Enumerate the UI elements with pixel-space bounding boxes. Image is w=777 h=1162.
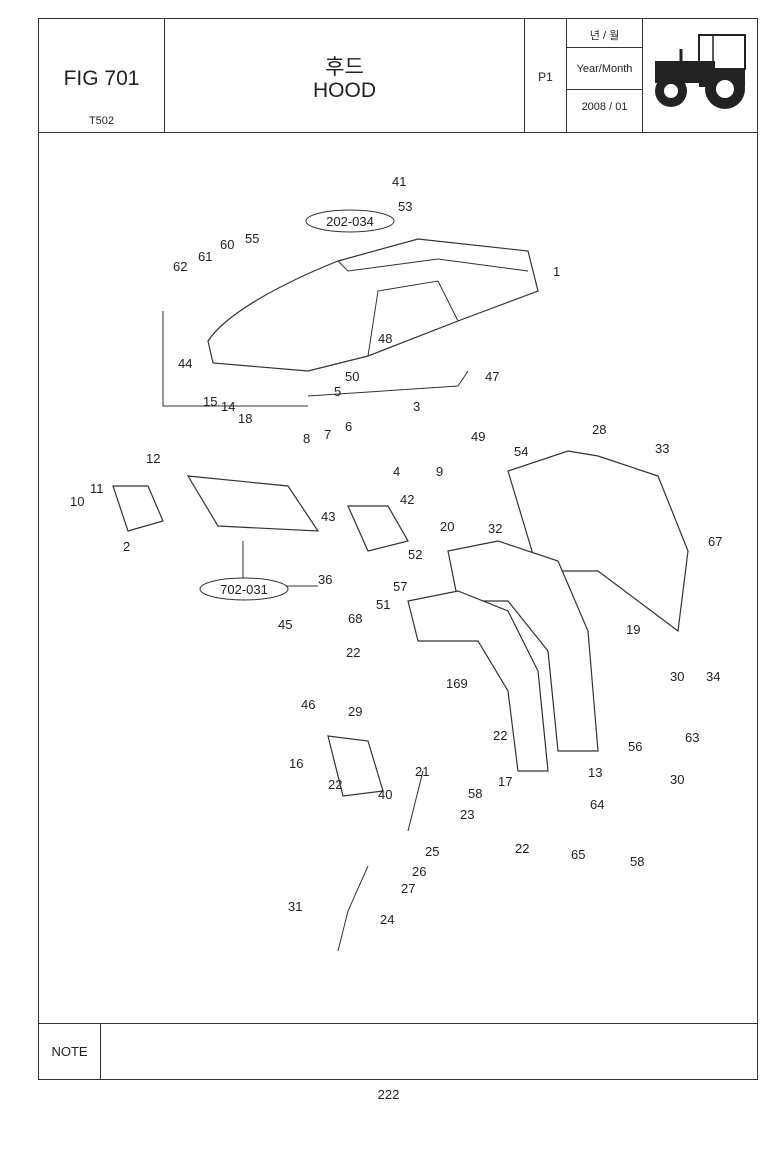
part-callout-53: 53	[398, 199, 412, 214]
part-callout-11: 11	[90, 481, 104, 496]
part-callout-22: 22	[493, 728, 507, 743]
part-callout-31: 31	[288, 899, 302, 914]
part-callout-21: 21	[415, 764, 429, 779]
part-callout-32: 32	[488, 521, 502, 536]
part-callout-47: 47	[485, 369, 499, 384]
part-callout-14: 14	[221, 399, 235, 414]
thumbnail-cell	[643, 19, 759, 132]
part-callout-65: 65	[571, 847, 585, 862]
part-callout-3: 3	[413, 399, 420, 414]
part-callout-43: 43	[321, 509, 335, 524]
part-callout-6: 6	[345, 419, 352, 434]
part-callout-16: 16	[289, 756, 303, 771]
figure-number: FIG 701	[63, 67, 140, 90]
part-callout-52: 52	[408, 547, 422, 562]
part-callout-22: 22	[328, 777, 342, 792]
part-callout-33: 33	[655, 441, 669, 456]
part-callout-41: 41	[392, 174, 406, 189]
part-callout-57: 57	[393, 579, 407, 594]
part-callout-23: 23	[460, 807, 474, 822]
part-callout-25: 25	[425, 844, 439, 859]
part-callout-44: 44	[178, 356, 192, 371]
part-callout-40: 40	[378, 787, 392, 802]
part-callout-61: 61	[198, 249, 212, 264]
part-callout-12: 12	[146, 451, 160, 466]
part-callout-27: 27	[401, 881, 415, 896]
part-callout-68: 68	[348, 611, 362, 626]
part-callout-49: 49	[471, 429, 485, 444]
title-english: HOOD	[313, 79, 376, 102]
tractor-icon	[655, 34, 746, 109]
part-callout-54: 54	[514, 444, 528, 459]
title-cell: 후드 HOOD	[165, 19, 525, 132]
part-callout-10: 10	[70, 494, 84, 509]
page-cell: P1	[525, 19, 567, 132]
fig-cell: FIG 701 T502	[39, 19, 165, 132]
part-callout-30: 30	[670, 772, 684, 787]
part-callout-67: 67	[708, 534, 722, 549]
exploded-parts-diagram: 1234567891011121314151617181920212324252…	[70, 174, 722, 952]
part-callout-24: 24	[380, 912, 394, 927]
title-korean: 후드	[325, 56, 364, 79]
date-value: 2008 / 01	[581, 101, 628, 113]
part-callout-15: 15	[203, 394, 217, 409]
part-callout-20: 20	[440, 519, 454, 534]
model-code: T502	[88, 115, 115, 127]
part-callout-56: 56	[628, 739, 642, 754]
part-callout-29: 29	[348, 704, 362, 719]
part-callout-48: 48	[378, 331, 392, 346]
part-callout-42: 42	[400, 492, 414, 507]
part-callout-64: 64	[590, 797, 604, 812]
part-callout-55: 55	[245, 231, 259, 246]
part-callout-4: 4	[393, 464, 400, 479]
part-callout-28: 28	[592, 422, 606, 437]
part-callout-30: 30	[670, 669, 684, 684]
part-callout-46: 46	[301, 697, 315, 712]
part-callout-169: 169	[446, 676, 468, 691]
part-callout-22: 22	[515, 841, 529, 856]
date-label-english: Year/Month	[576, 63, 633, 75]
page-label: P1	[538, 70, 553, 84]
part-callout-63: 63	[685, 730, 699, 745]
part-callout-50: 50	[345, 369, 359, 384]
part-callout-22: 22	[346, 645, 360, 660]
part-callout-60: 60	[220, 237, 234, 252]
title-block: FIG 701 T502 후드 HOOD P1 년 / 월 Year/Month…	[39, 19, 757, 133]
part-callout-18: 18	[238, 411, 252, 426]
part-callout-36: 36	[318, 572, 332, 587]
part-callout-19: 19	[626, 622, 640, 637]
part-callout-9: 9	[436, 464, 443, 479]
part-callout-8: 8	[303, 431, 310, 446]
date-cell: 년 / 월 Year/Month 2008 / 01	[567, 19, 643, 132]
part-callout-51: 51	[376, 597, 390, 612]
part-callout-13: 13	[588, 765, 602, 780]
drawing-frame: FIG 701 T502 후드 HOOD P1 년 / 월 Year/Month…	[38, 18, 758, 1080]
part-callout-5: 5	[334, 384, 341, 399]
part-callout-58: 58	[630, 854, 644, 869]
part-callout-26: 26	[412, 864, 426, 879]
callout-ref1: 202-034	[326, 214, 374, 229]
callout-ref2: 702-031	[220, 582, 268, 597]
page-number: 222	[377, 1087, 400, 1102]
part-callout-1: 1	[553, 264, 560, 279]
part-callout-58: 58	[468, 786, 482, 801]
part-callout-17: 17	[498, 774, 512, 789]
part-callout-62: 62	[173, 259, 187, 274]
part-callout-7: 7	[324, 427, 331, 442]
date-label-korean: 년 / 월	[589, 30, 620, 42]
part-callout-2: 2	[123, 539, 130, 554]
part-callout-45: 45	[278, 617, 292, 632]
note-label: NOTE	[39, 1024, 101, 1080]
note-row: NOTE	[39, 1023, 757, 1080]
part-callout-34: 34	[706, 669, 720, 684]
